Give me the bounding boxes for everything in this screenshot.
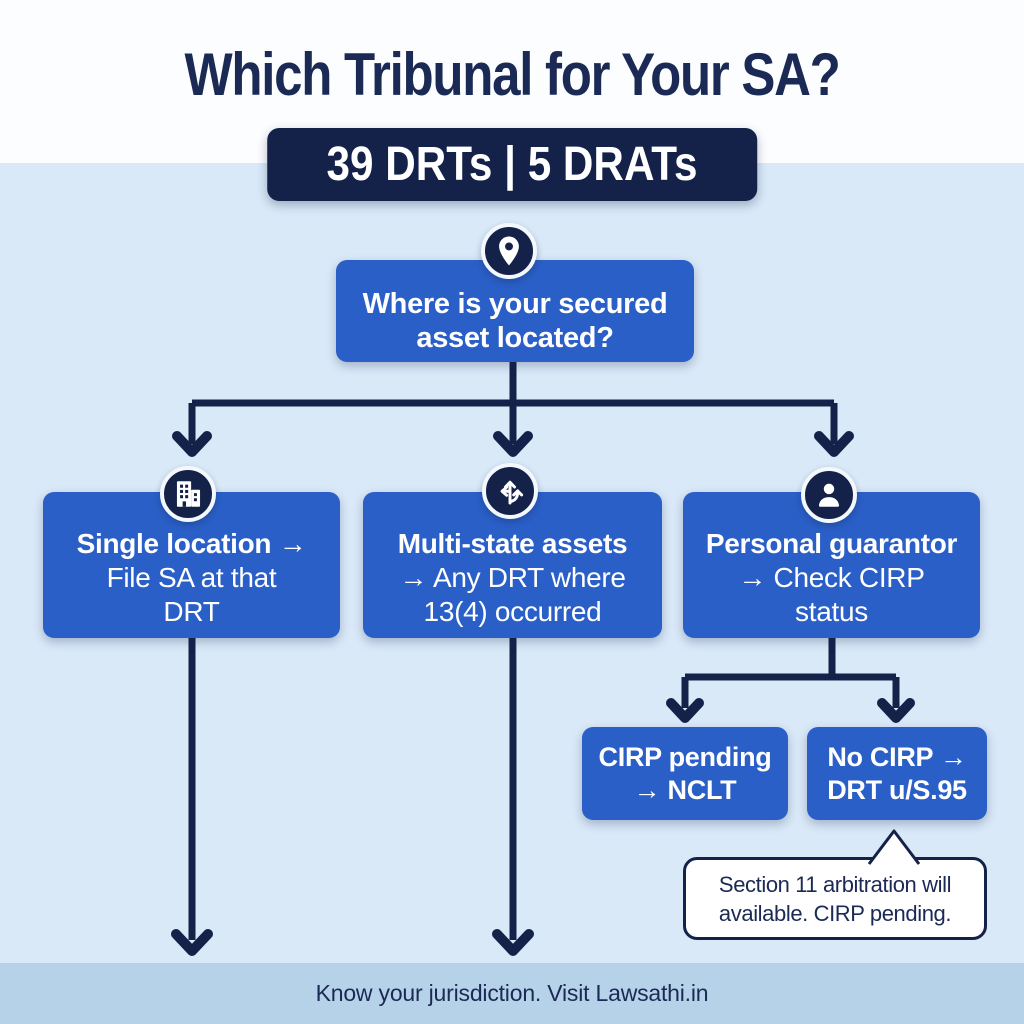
node-text-line: DRT u/S.95 bbox=[827, 774, 967, 805]
person-glyph bbox=[818, 483, 840, 507]
connector-root-to-branches bbox=[172, 362, 854, 457]
callout-note: Section 11 arbitration will available. C… bbox=[683, 857, 987, 940]
node-text-line: CIRP pending bbox=[598, 741, 772, 772]
node-text-line: asset located? bbox=[416, 322, 614, 354]
stats-badge: 39 DRTs | 5 DRATs bbox=[267, 128, 757, 201]
arrowhead bbox=[172, 431, 212, 457]
outcome-node-no-cirp: No CIRP → DRT u/S.95 bbox=[807, 727, 987, 820]
connector-line bbox=[681, 638, 900, 708]
connector-line bbox=[188, 362, 838, 444]
node-text-line: status bbox=[795, 596, 868, 627]
branch-node-single-location: Single location → File SA at that DRT bbox=[43, 492, 340, 638]
location-pin-icon bbox=[481, 223, 537, 279]
callout-pointer bbox=[867, 829, 921, 865]
arrowhead bbox=[666, 698, 704, 723]
outcome-node-cirp-pending: CIRP pending → NCLT bbox=[582, 727, 788, 820]
footer-bar: Know your jurisdiction. Visit Lawsathi.i… bbox=[0, 963, 1024, 1024]
directions-icon bbox=[482, 463, 538, 519]
root-question-node: Where is your secured asset located? bbox=[336, 260, 694, 362]
building-icon bbox=[160, 466, 216, 522]
arrowhead bbox=[493, 431, 533, 457]
arrowhead bbox=[492, 929, 534, 956]
callout-text-line: Section 11 arbitration will bbox=[718, 871, 952, 897]
building-glyph bbox=[176, 481, 201, 507]
node-text-line: Personal guarantor bbox=[705, 528, 958, 559]
node-text-line: Where is your secured bbox=[362, 288, 668, 320]
node-text-line: → NCLT bbox=[633, 774, 737, 805]
node-text-line: DRT bbox=[163, 596, 220, 627]
stats-badge-text: 39 DRTs | 5 DRATs bbox=[326, 138, 698, 191]
person-icon bbox=[801, 467, 857, 523]
footer-text: Know your jurisdiction. Visit Lawsathi.i… bbox=[315, 980, 709, 1006]
connector-single-location-down bbox=[171, 638, 213, 956]
arrowhead bbox=[814, 431, 854, 457]
node-text-line: 13(4) occurred bbox=[423, 596, 602, 627]
page-title: Which Tribunal for Your SA? bbox=[184, 41, 840, 108]
node-text-line: → Any DRT where bbox=[399, 562, 626, 593]
node-text-line: → Check CIRP bbox=[738, 562, 925, 593]
connector-guarantor-split bbox=[666, 638, 915, 723]
node-text-line: Single location → bbox=[76, 528, 307, 559]
node-text-line: Multi-state assets bbox=[397, 528, 628, 559]
callout-text-line: available. CIRP pending. bbox=[718, 900, 952, 926]
arrowhead bbox=[877, 698, 915, 723]
location-pin-glyph bbox=[499, 236, 519, 266]
node-text-line: File SA at that bbox=[106, 562, 277, 593]
directions-glyph bbox=[500, 480, 524, 505]
arrowhead bbox=[171, 929, 213, 956]
node-text-line: No CIRP → bbox=[827, 741, 967, 772]
connector-multistate-down bbox=[492, 638, 534, 956]
